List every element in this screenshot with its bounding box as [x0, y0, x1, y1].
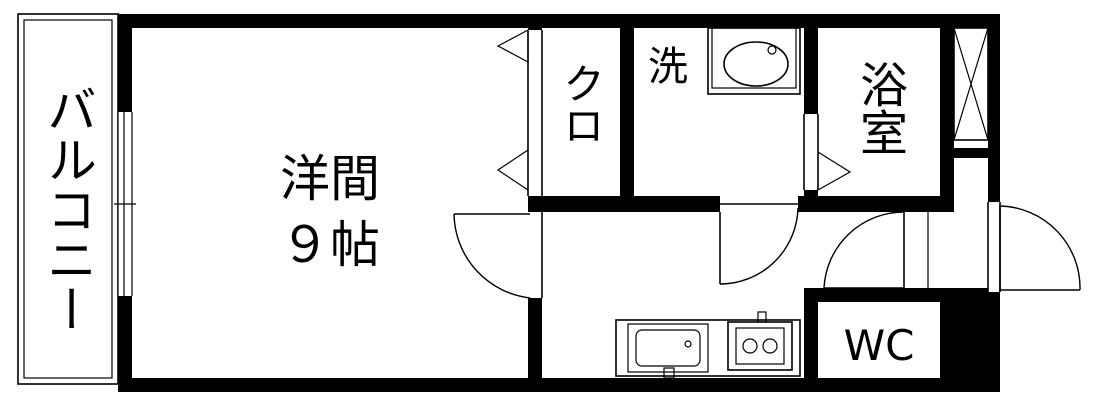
- western-room-label: 洋間: [280, 150, 380, 208]
- wc-left-wall: [804, 288, 818, 392]
- left-wall-bottom: [118, 296, 132, 392]
- pipe-shaft: [953, 27, 989, 141]
- balcony-label: バルコニー: [39, 84, 97, 334]
- right-wall-bottom: [988, 292, 1000, 392]
- toilet-label: WC: [844, 321, 915, 370]
- closet-label: クロ: [557, 62, 606, 146]
- shaft-wall: [940, 148, 1000, 158]
- kitchen-sink: [615, 319, 801, 379]
- bath-door: [803, 114, 852, 191]
- top-wall: [118, 14, 1000, 28]
- bottom-wall: [118, 378, 1000, 392]
- washbasin: [707, 27, 801, 95]
- entrance-door: [987, 202, 1081, 292]
- balcony: バルコニー: [17, 13, 119, 385]
- western-room-size-label: ９帖: [280, 216, 380, 274]
- bathroom-label: 浴室: [851, 60, 907, 156]
- closet-doors: [496, 29, 543, 196]
- wc-right-notch: [952, 288, 988, 314]
- wc-door: [823, 211, 929, 289]
- washroom-right-wall-top: [804, 14, 818, 114]
- left-wall-top: [118, 14, 132, 112]
- mid-wall-right: [798, 196, 954, 212]
- washroom-label: 洗: [648, 44, 688, 90]
- interior-walls: [528, 14, 1000, 392]
- outer-walls: [118, 14, 1000, 392]
- washroom-door: [719, 203, 799, 285]
- closet-right-wall: [620, 14, 634, 212]
- western-room-right-wall-low: [528, 298, 542, 392]
- bath-right-wall: [940, 14, 954, 212]
- western-room-door: [453, 212, 543, 299]
- right-wall-top: [988, 14, 1000, 202]
- stove: [727, 311, 793, 371]
- balcony-window: [114, 112, 136, 296]
- mid-wall-left: [528, 196, 720, 212]
